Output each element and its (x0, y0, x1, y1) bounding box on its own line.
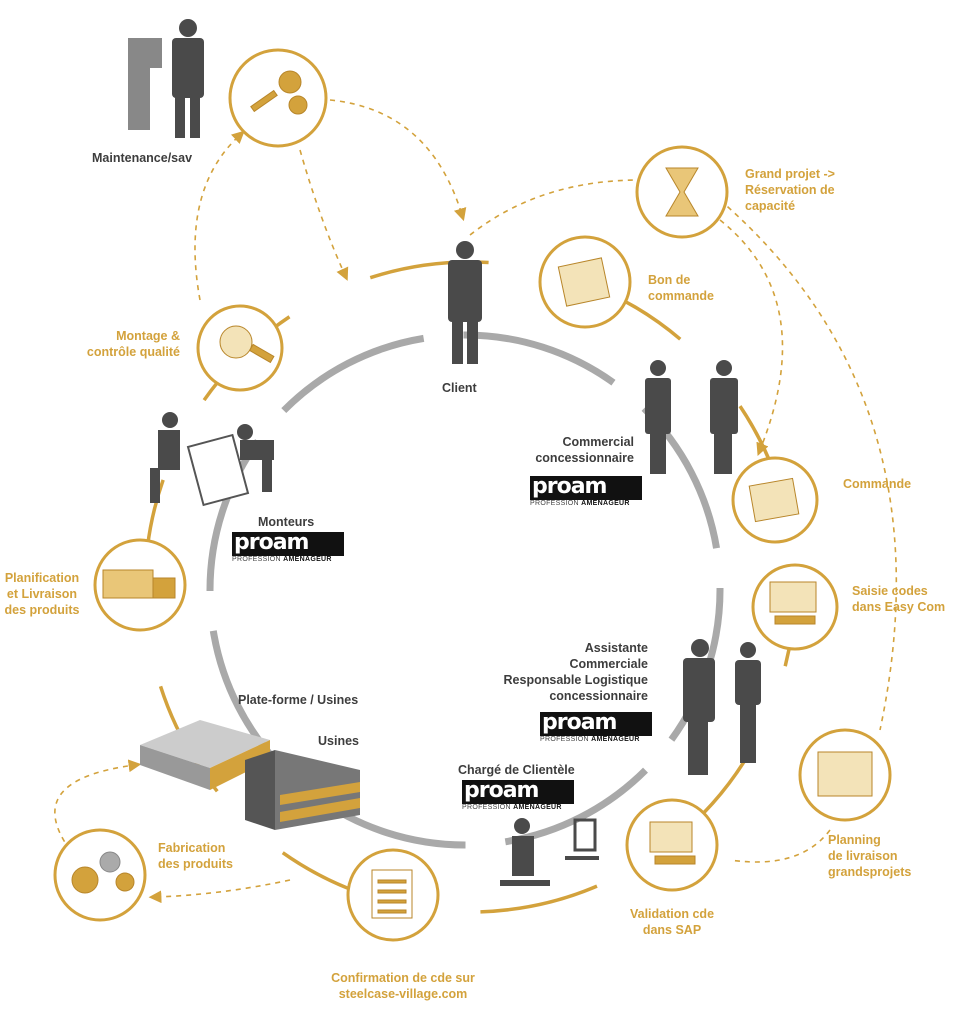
label-client: Client (442, 381, 477, 395)
label-bon-commande: Bon de commande (648, 273, 714, 303)
inner-ring (206, 331, 724, 849)
label-confirmation: Confirmation de cde sur steelcase-villag… (331, 971, 475, 1001)
factory-gears-icon (53, 828, 147, 922)
label-validation: Validation cde dans SAP (629, 907, 715, 937)
people-figures (128, 19, 761, 886)
label-grand-projet: Grand projet -> Réservation de capacité (745, 167, 835, 213)
label-saisie: Saisie codes dans Easy Com (852, 584, 946, 614)
label-planning: Planning de livraison grandsprojets (828, 833, 912, 879)
gears-wrench-icon (228, 48, 328, 148)
label-fabrication: Fabrication des produits (158, 841, 234, 871)
label-maintenance: Maintenance/sav (92, 151, 193, 165)
label-charge: Chargé de Clientèle (458, 763, 575, 777)
label-monteurs: Monteurs (258, 515, 315, 529)
platform-building (140, 720, 270, 790)
label-usines: Usines (318, 734, 359, 748)
label-planification: Planification et Livraison des produits (4, 571, 80, 617)
dashed-flows (54, 99, 898, 904)
label-plateforme: Plate-forme / Usines (238, 693, 359, 707)
factory-building (245, 750, 360, 830)
label-montage: Montage & contrôle qualité (86, 329, 180, 359)
label-assistante: Assistante Commerciale Responsable Logis… (503, 641, 648, 703)
label-commande: Commande (843, 477, 912, 491)
label-commercial: Commercial concessionnaire (535, 435, 634, 465)
